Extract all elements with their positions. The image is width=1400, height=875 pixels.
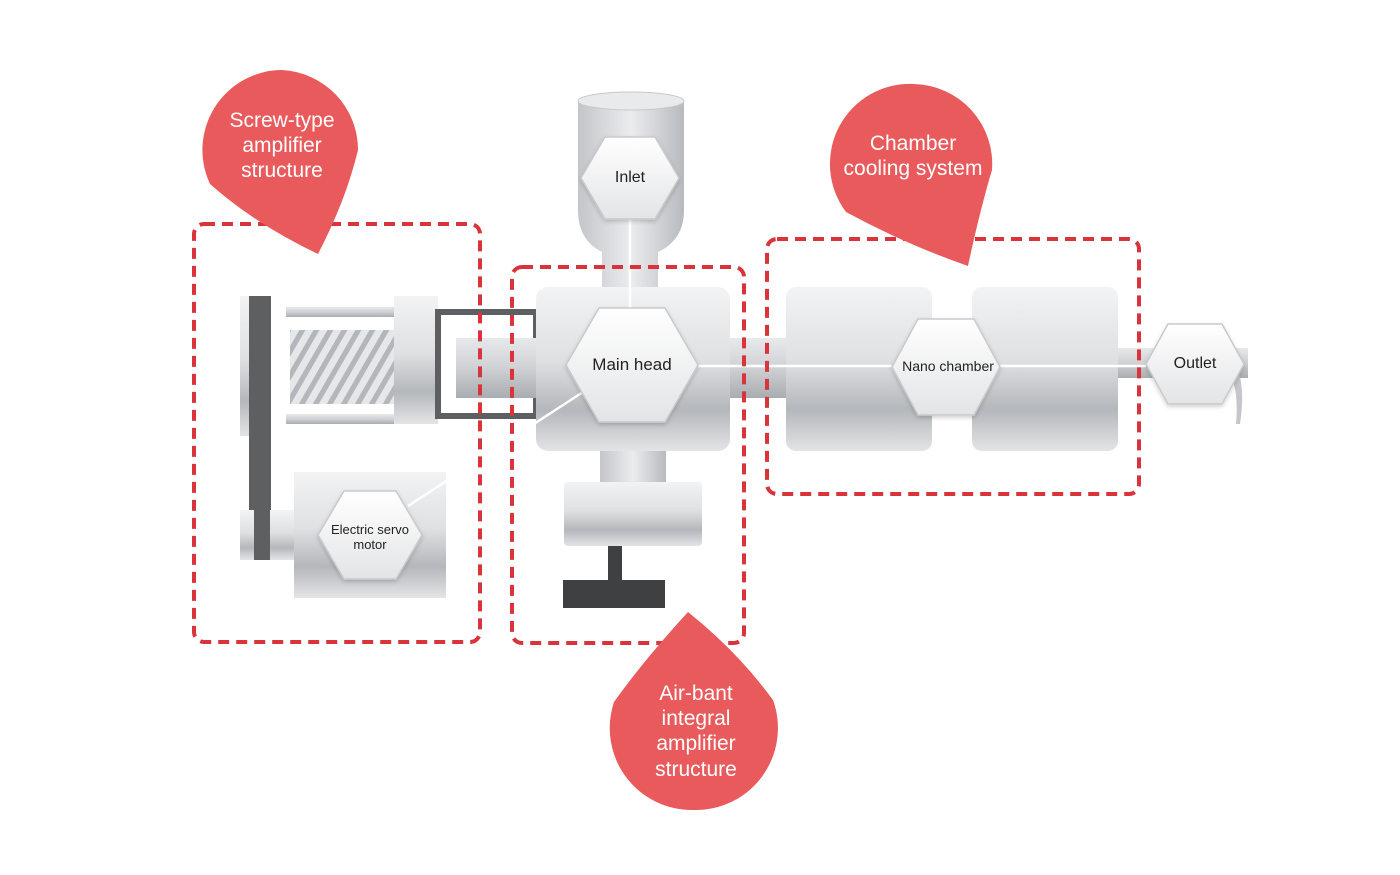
piston-block <box>564 482 702 546</box>
head-output-shaft <box>730 338 788 398</box>
connector-lines <box>407 220 1146 508</box>
callout-chamber-cooling <box>829 83 993 266</box>
motor-coupling <box>270 510 294 560</box>
screw-nut-block <box>394 296 438 424</box>
hopper-rim <box>577 91 685 111</box>
screw-coil <box>290 330 394 404</box>
coupling-shaft <box>456 338 536 398</box>
callout-air-bant <box>609 612 778 811</box>
press-rod <box>608 546 622 580</box>
dashed-box-main-head <box>510 265 746 645</box>
callout-chamber-cooling-label: Chamber cooling system <box>843 132 983 181</box>
guide-rod-top <box>286 307 398 317</box>
callout-screw <box>202 70 359 254</box>
hex-nano-chamber <box>891 318 1001 416</box>
motor-shaft-stub <box>240 510 254 560</box>
connector-head-motor <box>407 390 584 508</box>
hex-inlet <box>580 136 680 220</box>
hex-main-head <box>565 307 699 423</box>
callouts <box>202 70 993 811</box>
dashed-box-chamber <box>765 237 1141 496</box>
main-head-stem <box>600 451 666 483</box>
chamber-left <box>786 287 932 451</box>
guide-rod-bottom <box>286 414 398 424</box>
hex-nodes <box>317 136 1245 580</box>
press-foot <box>563 580 665 608</box>
drive-belt <box>249 296 271 560</box>
hex-electric-servo-motor <box>317 490 423 580</box>
callout-screw-label: Screw-type amplifier structure <box>229 109 335 183</box>
chamber-right <box>972 287 1118 451</box>
dashed-regions <box>192 222 1141 645</box>
dashed-box-screw <box>192 222 482 644</box>
hex-outlet <box>1145 323 1245 405</box>
callout-air-bant-label: Air-bant integral amplifier structure <box>655 682 737 781</box>
